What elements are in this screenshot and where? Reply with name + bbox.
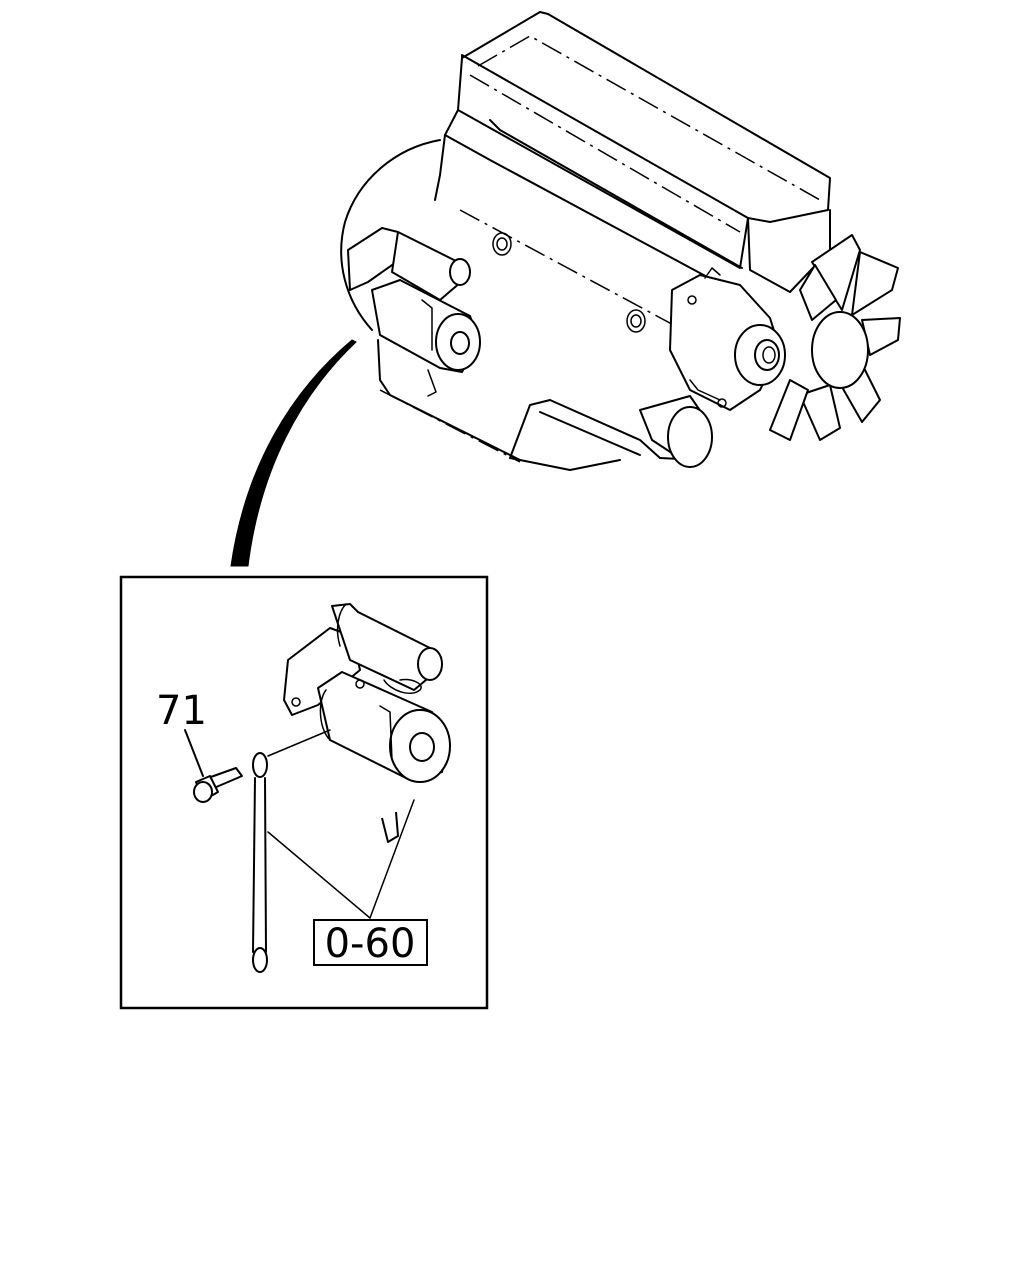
- ref-leader-cable: [267, 831, 371, 919]
- cable-to-starter-leader: [267, 729, 331, 757]
- detail-leader: [230, 339, 357, 567]
- starter-on-engine: [347, 227, 481, 397]
- callout-71: 71: [156, 688, 207, 734]
- alternator-on-engine: [669, 267, 786, 411]
- detail-frame: [119, 575, 489, 1010]
- starter-motor: [283, 603, 451, 843]
- engine-assembly: [340, 11, 901, 471]
- reference-label: 0-60: [325, 921, 416, 967]
- ground-cable: [252, 752, 268, 973]
- callout-leader-71: [184, 729, 204, 777]
- pipe-on-engine: [639, 395, 713, 468]
- reference-box: [313, 919, 428, 966]
- fan-on-engine: [769, 234, 901, 441]
- ref-leader-starter: [369, 799, 415, 919]
- bolt-71: [193, 767, 243, 803]
